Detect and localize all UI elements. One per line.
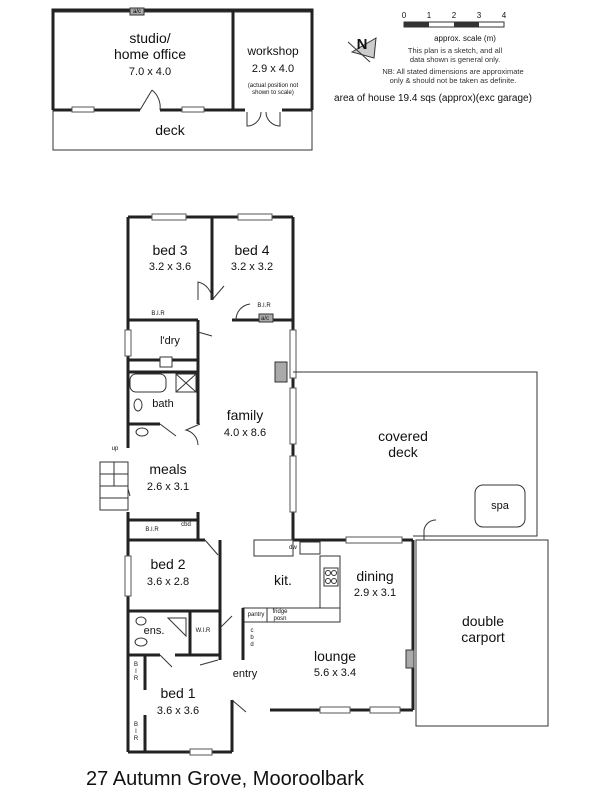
dining-label: dining	[356, 568, 394, 584]
laundry-label: l'dry	[160, 335, 180, 347]
vb-unit	[405, 649, 415, 669]
dishwasher-label: dw	[289, 545, 297, 551]
carport-label: double carport	[461, 613, 505, 646]
bed1-robe-label-lower: B I R	[133, 722, 139, 742]
property-address-title: 27 Autumn Grove, Mooroolbark	[86, 768, 364, 790]
dimensions-note: NB: All stated dimensions are approximat…	[382, 67, 524, 85]
walk-in-robe-label: W.I.R	[195, 628, 211, 634]
workshop-dimensions: 2.9 x 4.0	[251, 63, 295, 75]
laundry-trough	[159, 356, 173, 368]
steps-up-label: up	[111, 446, 119, 452]
entry-label: entry	[232, 668, 258, 680]
scale-caption: approx. scale (m)	[434, 34, 496, 43]
bed4-ac-unit	[258, 313, 274, 323]
family-dimensions: 4.0 x 8.6	[223, 427, 267, 439]
bathtub	[129, 373, 167, 393]
covered-deck-label: covered deck	[378, 428, 428, 461]
scale-bar	[403, 21, 505, 28]
compass	[347, 37, 377, 63]
covered-deck	[293, 371, 538, 540]
outbuilding-walls	[51, 8, 314, 110]
bed2-label: bed 2	[150, 556, 186, 572]
studio-ac-label: a/c	[132, 9, 141, 15]
family-label: family	[226, 407, 264, 423]
sketch-disclaimer: This plan is a sketch, and all data show…	[407, 46, 503, 64]
ensuite-label: ens.	[143, 625, 165, 637]
studio-label: studio/ home office	[113, 30, 187, 63]
bed3-dimensions: 3.2 x 3.6	[148, 261, 192, 273]
meals-label: meals	[149, 461, 187, 477]
dining-dimensions: 2.9 x 3.1	[353, 587, 397, 599]
workshop-door-swing	[246, 111, 281, 127]
cooktop	[323, 567, 339, 587]
lounge-label: lounge	[313, 648, 357, 664]
entry-cupboard-label: c b d	[250, 628, 254, 648]
bed2-dimensions: 3.6 x 2.8	[146, 576, 190, 588]
workshop-note: (actual position not shown to scale)	[247, 83, 299, 96]
studio-window	[71, 106, 95, 113]
bed4-dimensions: 3.2 x 3.2	[230, 261, 274, 273]
house-walls	[126, 215, 415, 754]
bed4-robe-label: B.I.R	[257, 303, 271, 309]
studio-dimensions: 7.0 x 4.0	[128, 66, 172, 78]
bed2-robe-label: B.I.R	[145, 527, 159, 533]
bed4-label: bed 4	[234, 242, 270, 258]
studio-window	[181, 106, 205, 113]
deck-label: deck	[155, 122, 185, 138]
bed4-ac-label: a/c	[260, 316, 269, 322]
house-fixtures	[129, 313, 415, 669]
ensuite-shower	[166, 617, 187, 638]
toilet	[135, 427, 149, 437]
outbuilding	[51, 7, 314, 151]
pantry-label: pantry	[247, 612, 265, 618]
fridge-position-label: fridge posn	[272, 609, 288, 622]
bed3-label: bed 3	[152, 242, 188, 258]
bath-label: bath	[152, 398, 174, 410]
kitchen-label: kit.	[274, 572, 292, 588]
kitchen-sink	[299, 541, 321, 555]
bath-basin	[133, 398, 143, 412]
steps	[99, 461, 129, 511]
compass-north-letter: N	[356, 36, 368, 53]
workshop-label: workshop	[247, 44, 299, 58]
bed1-dimensions: 3.6 x 3.6	[156, 705, 200, 717]
studio-ac-unit	[129, 7, 145, 16]
bed3-robe-label: B.I.R	[151, 311, 165, 317]
ensuite-basin	[135, 616, 147, 626]
ensuite-toilet	[134, 637, 148, 647]
bed1-robe-label-upper: B I R	[133, 662, 139, 682]
lounge-dimensions: 5.6 x 3.4	[313, 667, 357, 679]
house-area-note: area of house 19.4 sqs (approx)(exc gara…	[334, 93, 532, 104]
spa-outline	[474, 484, 526, 528]
house-windows	[124, 213, 403, 756]
double-carport	[415, 539, 549, 727]
meals-cupboard-label: cbd	[181, 522, 191, 528]
spa-label: spa	[491, 500, 509, 512]
studio-door-swing	[139, 89, 161, 111]
bed1-label: bed 1	[160, 685, 196, 701]
wood-heater	[274, 361, 288, 383]
house-doors	[124, 281, 251, 713]
meals-dimensions: 2.6 x 3.1	[146, 481, 190, 493]
